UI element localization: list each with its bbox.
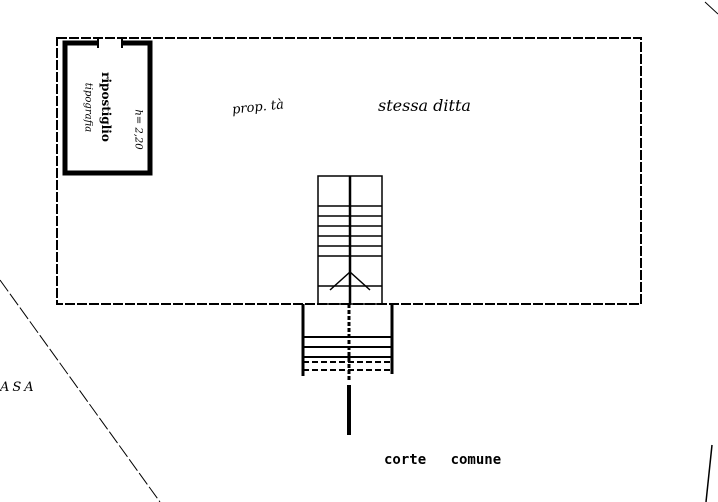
boundary-line [705, 444, 713, 502]
label-height: h= 2,20 [132, 109, 144, 150]
inner-staircase [317, 175, 383, 305]
label-house: ASA [0, 380, 37, 395]
outer-staircase [301, 304, 394, 435]
boundary-line [704, 1, 718, 15]
label-storage: ripostiglio [99, 72, 113, 142]
label-courtyard: corte comune [384, 452, 502, 468]
boundary-line [0, 279, 161, 502]
label-same-owner: stessa ditta [378, 96, 471, 115]
label-storage-sub: tipografia [82, 82, 94, 133]
